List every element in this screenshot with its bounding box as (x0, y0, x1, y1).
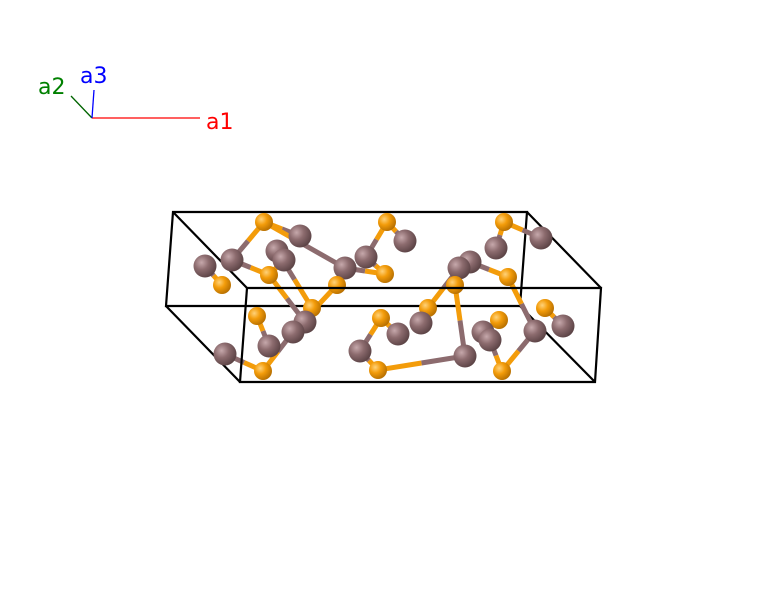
axis-a2-line (70, 95, 93, 119)
atom-orange (255, 213, 273, 231)
atom-brown (288, 224, 312, 248)
atom-brown (478, 328, 502, 352)
axis-a3-line (91, 89, 95, 119)
atom-brown (333, 256, 357, 280)
atom-orange (499, 268, 517, 286)
atom-brown (551, 314, 575, 338)
atom-orange (378, 213, 396, 231)
atom-brown (453, 344, 477, 368)
atom-brown (386, 322, 410, 346)
atom-brown (348, 339, 372, 363)
atom-brown (220, 248, 244, 272)
atom-orange (369, 361, 387, 379)
atom-brown (213, 342, 237, 366)
atom-orange (536, 299, 554, 317)
cell-edge (238, 286, 603, 384)
atom-brown (257, 334, 281, 358)
atom-orange (254, 362, 272, 380)
atom-orange (446, 276, 464, 294)
cell-edge (526, 211, 602, 289)
atom-brown (193, 254, 217, 278)
atom-orange (490, 311, 508, 329)
atom-brown (281, 320, 305, 344)
atom-brown (523, 319, 547, 343)
atom-orange (213, 276, 231, 294)
atom-orange (493, 362, 511, 380)
cell-edge (172, 211, 248, 289)
atom-orange (248, 307, 266, 325)
atom-orange (328, 276, 346, 294)
unit-cell-back (164, 210, 602, 383)
atom-orange (372, 309, 390, 327)
atom-brown (447, 256, 471, 280)
unit-cell-front (238, 286, 603, 384)
atom-brown (354, 245, 378, 269)
atom-orange (260, 266, 278, 284)
axis-a3-label: a3 (80, 64, 107, 89)
atom-brown (409, 311, 433, 335)
cell-edge (519, 305, 596, 383)
atom-brown (272, 248, 296, 272)
axis-a2-label: a2 (38, 75, 65, 100)
atom-brown (484, 236, 508, 260)
atom-brown (393, 229, 417, 253)
axis-indicator: a1 a2 a3 (38, 64, 233, 135)
atom-orange (376, 265, 394, 283)
atom-orange (495, 213, 513, 231)
atom-brown (529, 226, 553, 250)
axis-a1-label: a1 (206, 110, 233, 135)
atoms (193, 213, 575, 380)
cell-edge (165, 305, 241, 383)
